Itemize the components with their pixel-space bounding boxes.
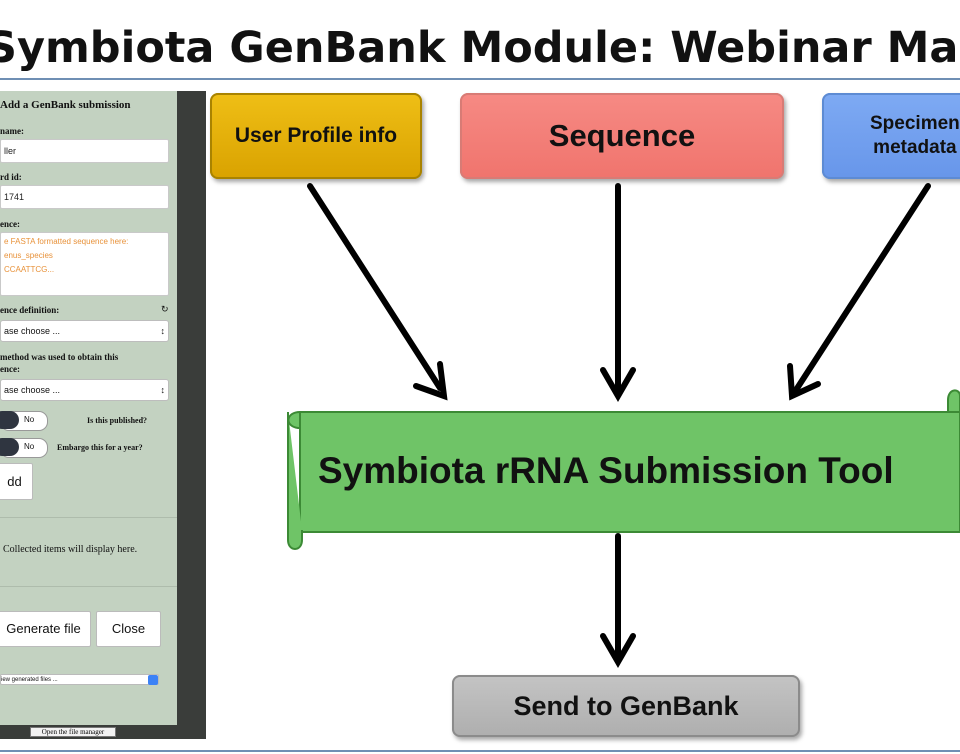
help-icon[interactable]: ↻ <box>161 304 169 314</box>
arrow-sequence-to-tool-head <box>600 367 636 403</box>
method-select[interactable]: ase choose ... ↕ <box>0 379 169 401</box>
send-to-genbank-box: Send to GenBank <box>452 675 800 737</box>
user-profile-box: User Profile info <box>210 93 422 179</box>
send-box-fill <box>452 675 800 737</box>
form-heading: Add a GenBank submission <box>0 99 131 111</box>
collected-items-note: Collected items will display here. <box>3 544 138 555</box>
definition-select[interactable]: ase choose ... ↕ <box>0 320 169 342</box>
form-divider <box>0 517 177 518</box>
bottom-divider <box>0 750 960 752</box>
arrow-specimen-to-tool-head <box>787 363 821 401</box>
select-arrows-icon <box>148 675 158 685</box>
add-button[interactable]: dd <box>0 463 33 500</box>
scroll-left-curl <box>287 410 303 550</box>
toggle-knob <box>0 411 19 429</box>
scroll-right-curl <box>947 389 960 413</box>
record-id-label: rd id: <box>0 172 22 182</box>
published-toggle[interactable]: No <box>0 411 48 431</box>
name-input[interactable]: ller <box>0 139 169 163</box>
arrow-user-to-tool <box>307 183 443 391</box>
toggle-knob <box>0 438 19 456</box>
genbank-form-panel: Add a GenBank submission name: ller rd i… <box>0 91 177 725</box>
sequence-placeholder-line: e FASTA formatted sequence here: <box>4 237 129 246</box>
form-divider <box>0 586 177 587</box>
sequence-box: Sequence <box>460 93 784 179</box>
specimen-box-fill <box>822 93 960 179</box>
method-label: method was used to obtain this <box>0 352 119 362</box>
select-arrows-icon: ↕ <box>160 385 166 395</box>
slide-title: Symbiota GenBank Module: Webinar March 8… <box>0 23 960 73</box>
published-question: Is this published? <box>87 416 148 425</box>
definition-select-value: ase choose ... <box>4 326 61 336</box>
toggle-label: No <box>24 415 35 424</box>
generated-files-select[interactable]: iew generated files ... <box>0 674 159 685</box>
sequence-placeholder-line: enus_species <box>4 251 53 260</box>
user-profile-box-fill <box>210 93 422 179</box>
close-button[interactable]: Close <box>96 611 161 647</box>
method-label-cont: ence: <box>0 364 20 374</box>
arrow-user-to-tool-head <box>413 361 448 401</box>
embargo-toggle[interactable]: No <box>0 438 48 458</box>
toggle-label: No <box>24 442 35 451</box>
method-select-value: ase choose ... <box>4 385 61 395</box>
embargo-question: Embargo this for a year? <box>57 443 143 452</box>
generated-files-select-value: iew generated files ... <box>1 677 58 683</box>
generate-file-button[interactable]: Generate file <box>0 611 91 647</box>
file-manager-button[interactable]: Open the file manager <box>30 727 116 737</box>
submission-tool-label: Symbiota rRNA Submission Tool <box>318 450 894 491</box>
sequence-placeholder-line: CCAATTCG... <box>4 265 55 274</box>
definition-label: ence definition: <box>0 305 60 315</box>
name-label: name: <box>0 126 24 136</box>
specimen-label-line2: metadata <box>873 137 957 158</box>
record-id-input[interactable]: 1741 <box>0 185 169 209</box>
specimen-label-line1: Specimen <box>870 113 960 134</box>
arrow-tool-to-send-head <box>600 633 636 669</box>
scroll-banner-body <box>299 411 960 533</box>
sequence-label: ence: <box>0 219 20 229</box>
sequence-box-fill <box>460 93 784 179</box>
title-divider <box>0 78 960 80</box>
arrow-specimen-to-tool <box>793 183 931 393</box>
select-arrows-icon: ↕ <box>160 326 166 336</box>
sequence-textarea[interactable]: e FASTA formatted sequence here: enus_sp… <box>0 232 169 296</box>
specimen-metadata-box: Specimen metadata <box>822 93 960 179</box>
